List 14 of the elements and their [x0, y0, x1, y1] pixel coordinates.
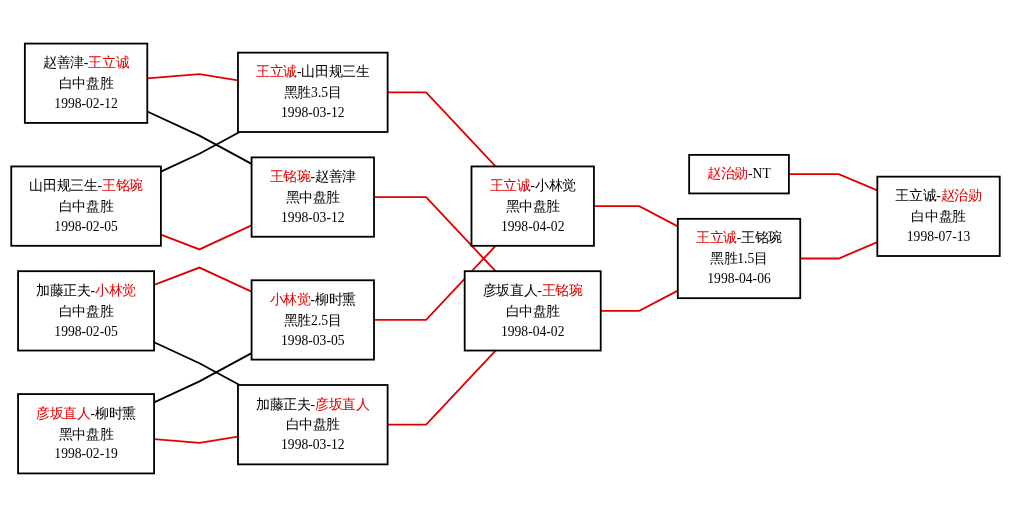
node-box: 小林觉-柳时熏 黑胜2.5目 1998-03-05: [250, 279, 375, 361]
node-box: 王立诚-山田规三生 黑胜3.5目 1998-03-12: [237, 51, 389, 133]
node-box: 王立诚-小林觉 黑中盘胜 1998-04-02: [470, 165, 595, 247]
node-box: 山田规三生-王铭琬 白中盘胜 1998-02-05: [10, 165, 162, 247]
node-box: 赵治勋-NT: [688, 154, 790, 195]
node-box: 王立诚-赵治勋 白中盘胜 1998-07-13: [876, 175, 1001, 257]
node-box: 王铭琬-赵善津 黑中盘胜 1998-03-12: [250, 156, 375, 238]
node-box: 彦坂直人-柳时熏 黑中盘胜 1998-02-19: [17, 393, 155, 475]
node-box: 加藤正夫-彦坂直人 白中盘胜 1998-03-12: [237, 384, 389, 466]
node-box: 彦坂直人-王铭琬 白中盘胜 1998-04-02: [463, 270, 602, 352]
node-box: 加藤正夫-小林觉 白中盘胜 1998-02-05: [17, 270, 155, 352]
node-box: 赵善津-王立诚 白中盘胜 1998-02-12: [23, 42, 149, 124]
node-box: 王立诚-王铭琬 黑胜1.5目 1998-04-06: [676, 217, 802, 300]
connector: [160, 131, 241, 173]
